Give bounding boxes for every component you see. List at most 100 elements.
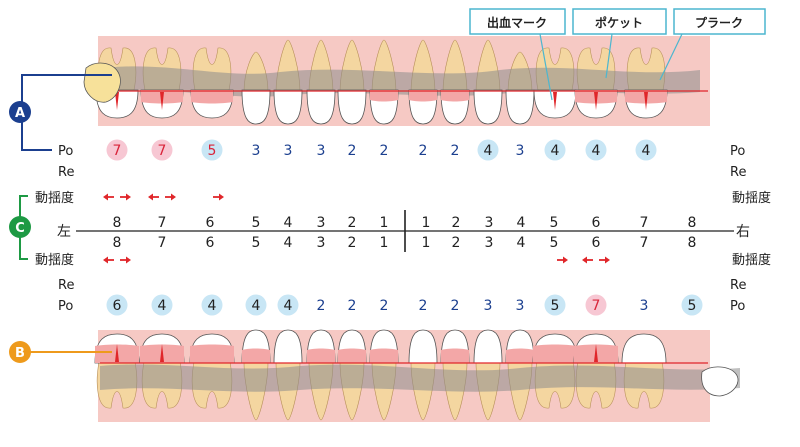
tooth-number-right-lower-2: 2 xyxy=(452,235,461,251)
po-value: 4 xyxy=(484,143,493,159)
lower-mobility-label-left: 動揺度 xyxy=(35,252,74,268)
mobility-arrow-head xyxy=(171,193,176,201)
tooth-number-right-lower-1: 1 xyxy=(422,235,431,251)
lower-crowns xyxy=(94,329,667,364)
tooth-number-right-lower-3: 3 xyxy=(485,235,494,251)
tooth-number-right-lower-8: 8 xyxy=(688,235,697,251)
po-value: 7 xyxy=(113,143,122,159)
lower-mobility-label-right: 動揺度 xyxy=(732,252,771,268)
po-value: 3 xyxy=(284,143,293,159)
po-value: 4 xyxy=(284,298,293,314)
po-value: 2 xyxy=(348,143,357,159)
tooth-number-left-lower-8: 1 xyxy=(380,235,389,251)
po-marker xyxy=(151,139,173,161)
tooth-number-left-lower-5: 4 xyxy=(284,235,293,251)
po-value: 2 xyxy=(317,298,326,314)
tooth-number-left-upper-7: 2 xyxy=(348,215,357,231)
po-value: 3 xyxy=(317,143,326,159)
mobility-arrow-head xyxy=(582,256,587,264)
upper-po-label-right: Po xyxy=(730,144,745,159)
tooth-number-right-upper-8: 8 xyxy=(688,215,697,231)
tooth-number-right-upper-7: 7 xyxy=(640,215,649,231)
mobility-arrow-head xyxy=(563,256,568,264)
mobility-arrow-head xyxy=(103,193,108,201)
po-marker xyxy=(585,139,607,161)
callout-box-bleeding xyxy=(469,8,566,35)
tooth-number-left-lower-6: 3 xyxy=(317,235,326,251)
callout-pocket: ポケット xyxy=(595,15,643,30)
lower-recession-mark xyxy=(441,348,469,363)
po-value: 4 xyxy=(592,143,601,159)
tooth-number-left-upper-6: 3 xyxy=(317,215,326,231)
bleeding-mark xyxy=(115,92,119,110)
callout-pointer-bleeding xyxy=(539,33,553,101)
po-value: 2 xyxy=(419,143,428,159)
upper-mobility-label-right: 動揺度 xyxy=(732,190,771,206)
badge-b-label: B xyxy=(15,346,25,361)
upper-mobility-label-left: 動揺度 xyxy=(35,190,74,206)
po-marker xyxy=(544,294,566,316)
lower-tooth-crown xyxy=(473,329,503,364)
bleeding-mark xyxy=(594,344,598,362)
tooth-number-left-lower-7: 2 xyxy=(348,235,357,251)
po-marker xyxy=(277,294,299,316)
bleeding-mark xyxy=(594,92,598,110)
po-marker xyxy=(201,139,223,161)
lower-po-label-left: Po xyxy=(58,299,73,314)
mobility-arrows xyxy=(103,193,610,264)
callout-bleeding-mark: 出血マーク xyxy=(487,15,547,30)
po-value: 4 xyxy=(158,298,167,314)
mobility-arrow-head xyxy=(126,256,131,264)
po-marker xyxy=(544,139,566,161)
callout-box-pocket xyxy=(572,8,667,35)
side-label-right: 右 xyxy=(736,224,750,240)
lower-recession-mark xyxy=(338,348,366,363)
lower-recession-mark xyxy=(370,348,398,363)
po-value: 4 xyxy=(642,143,651,159)
upper-third-molar xyxy=(83,62,121,103)
tooth-number-left-lower-4: 5 xyxy=(252,235,261,251)
po-value: 6 xyxy=(113,298,122,314)
tooth-number-right-lower-7: 7 xyxy=(640,235,649,251)
mobility-arrow-head xyxy=(219,193,224,201)
lower-bone-band xyxy=(100,364,740,392)
tooth-number-left-upper-3: 6 xyxy=(206,215,215,231)
po-value: 2 xyxy=(348,298,357,314)
callout-plaque: プラーク xyxy=(695,15,743,30)
tooth-number-right-upper-2: 2 xyxy=(452,215,461,231)
tooth-number-right-lower-4: 4 xyxy=(517,235,526,251)
po-value: 3 xyxy=(640,298,649,314)
upper-recession-mark xyxy=(191,90,233,104)
po-value: 3 xyxy=(516,143,525,159)
upper-tooth-crown xyxy=(505,89,535,125)
po-marker xyxy=(477,139,499,161)
tooth-number-left-upper-2: 7 xyxy=(158,215,167,231)
lower-po-label-right: Po xyxy=(730,299,745,314)
lower-third-molar xyxy=(701,366,739,397)
tooth-number-left-lower-1: 8 xyxy=(113,235,122,251)
badge-b xyxy=(9,341,31,363)
po-marker xyxy=(635,139,657,161)
upper-tooth-crown xyxy=(473,89,503,125)
lower-recession-mark xyxy=(307,348,335,363)
tooth-number-right-upper-6: 6 xyxy=(592,215,601,231)
po-value: 4 xyxy=(252,298,261,314)
lower-tooth-crown xyxy=(273,329,303,364)
po-value: 3 xyxy=(252,143,261,159)
lower-recession-mark xyxy=(190,344,234,363)
badge-a-label: A xyxy=(15,106,25,121)
po-value: 2 xyxy=(380,143,389,159)
tooth-number-right-lower-5: 5 xyxy=(550,235,559,251)
tooth-number-right-upper-5: 5 xyxy=(550,215,559,231)
po-value: 4 xyxy=(551,143,560,159)
upper-po-label-left: Po xyxy=(58,144,73,159)
po-value: 3 xyxy=(484,298,493,314)
upper-tooth-crown xyxy=(273,89,303,125)
po-marker xyxy=(245,294,267,316)
mobility-arrow-head xyxy=(126,193,131,201)
po-marker xyxy=(201,294,223,316)
